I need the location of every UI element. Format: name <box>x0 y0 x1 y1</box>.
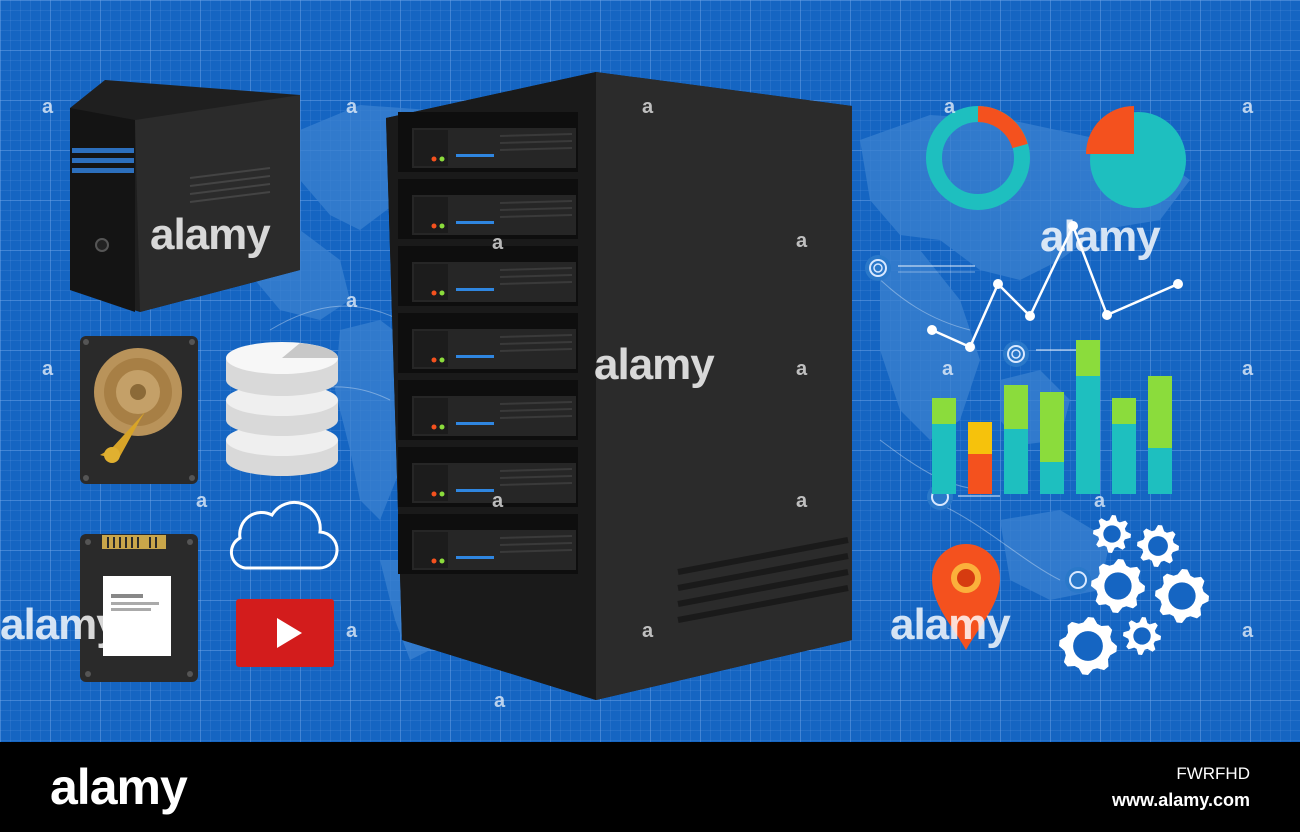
status-led <box>431 558 437 564</box>
chart-callouts <box>865 255 1100 593</box>
vent-slot <box>499 140 573 144</box>
watermark-text: alamy <box>594 340 715 389</box>
watermark-text: alamy <box>150 210 271 259</box>
watermark-tile: a <box>196 490 208 512</box>
status-led <box>439 156 445 162</box>
vent-slot <box>499 281 573 285</box>
vent-slot <box>499 401 573 405</box>
watermark-text: alamy <box>890 600 1011 649</box>
watermark-tile: a <box>1242 620 1254 642</box>
vent-slot <box>499 334 573 338</box>
watermark-tile: a <box>942 358 954 380</box>
status-led <box>439 223 445 229</box>
status-led <box>439 424 445 430</box>
vent-slot <box>499 214 573 218</box>
watermark-tile: a <box>346 96 358 118</box>
watermark-tile: a <box>42 96 54 118</box>
hard-drive-icon <box>80 336 198 484</box>
watermark-tile: a <box>642 96 654 118</box>
rack-units <box>398 112 578 574</box>
watermark-tile: a <box>796 490 808 512</box>
vent-slot <box>499 468 573 472</box>
watermark-tile: a <box>1094 490 1106 512</box>
gear-hole <box>1103 525 1121 543</box>
vent-slot <box>499 482 573 486</box>
vent-slot <box>499 475 573 479</box>
line-chart-icon <box>927 221 1183 352</box>
database-icon <box>226 342 338 476</box>
status-led <box>431 290 437 296</box>
status-led <box>439 290 445 296</box>
watermark-tile: a <box>1242 358 1254 380</box>
watermark-tile: a <box>796 358 808 380</box>
ssd-icon <box>80 534 198 682</box>
illustration-canvas: alamy alamy alamy alamy alamy a a a a a a a a a a… <box>0 0 1300 742</box>
watermark-tile: a <box>1242 96 1254 118</box>
play-button-icon <box>236 599 334 667</box>
activity-bar <box>456 355 494 358</box>
watermark-text: alamy <box>1040 212 1161 261</box>
server-rack-icon <box>386 72 852 700</box>
watermark-tile: a <box>494 690 506 712</box>
vent-slot <box>499 274 573 278</box>
status-led <box>431 424 437 430</box>
gear-hole <box>1168 582 1196 610</box>
vent-slot <box>499 542 573 546</box>
vent-slot <box>499 341 573 345</box>
watermark-tile: a <box>346 620 358 642</box>
vent-slot <box>499 348 573 352</box>
status-led <box>439 491 445 497</box>
vent-slot <box>499 415 573 419</box>
status-led <box>431 357 437 363</box>
footer-image-id: FWRFHD <box>1176 764 1250 783</box>
footer-url: www.alamy.com <box>1111 790 1250 810</box>
activity-bar <box>456 288 494 291</box>
gear-hole <box>1104 572 1132 600</box>
watermark-tile: a <box>492 232 504 254</box>
donut-chart-icon <box>926 106 1030 210</box>
vent-slot <box>499 267 573 271</box>
status-led <box>439 357 445 363</box>
gear-hole <box>1133 627 1151 645</box>
activity-bar <box>456 154 494 157</box>
watermark-text: alamy <box>0 600 121 649</box>
vent-slot <box>499 408 573 412</box>
watermark-tile: a <box>642 620 654 642</box>
footer-logo: alamy <box>50 759 188 815</box>
bar-chart-icon <box>932 340 1172 494</box>
status-led <box>431 223 437 229</box>
pie-chart-icon <box>1086 106 1186 208</box>
activity-bar <box>456 556 494 559</box>
cloud-icon <box>229 501 339 570</box>
watermark-tile: a <box>796 230 808 252</box>
vent-slot <box>499 549 573 553</box>
gear-hole <box>1148 536 1168 556</box>
location-pin-icon <box>932 544 1000 650</box>
gear-hole <box>1073 631 1103 661</box>
watermark-tile: a <box>42 358 54 380</box>
activity-bar <box>456 221 494 224</box>
tower-server-icon <box>70 80 300 312</box>
vent-slot <box>499 207 573 211</box>
watermark-tile: a <box>492 490 504 512</box>
footer-bar: alamy FWRFHD www.alamy.com <box>0 742 1300 832</box>
activity-bar <box>456 422 494 425</box>
watermark-tile: a <box>346 290 358 312</box>
vent-slot <box>499 200 573 204</box>
watermark-tile: a <box>944 96 956 118</box>
activity-bar <box>456 489 494 492</box>
vent-slot <box>499 147 573 151</box>
vent-slot <box>499 133 573 137</box>
status-led <box>431 156 437 162</box>
vent-slot <box>499 535 573 539</box>
illustration-artwork <box>70 72 1209 700</box>
status-led <box>439 558 445 564</box>
gears-icon <box>1059 515 1209 675</box>
status-led <box>431 491 437 497</box>
